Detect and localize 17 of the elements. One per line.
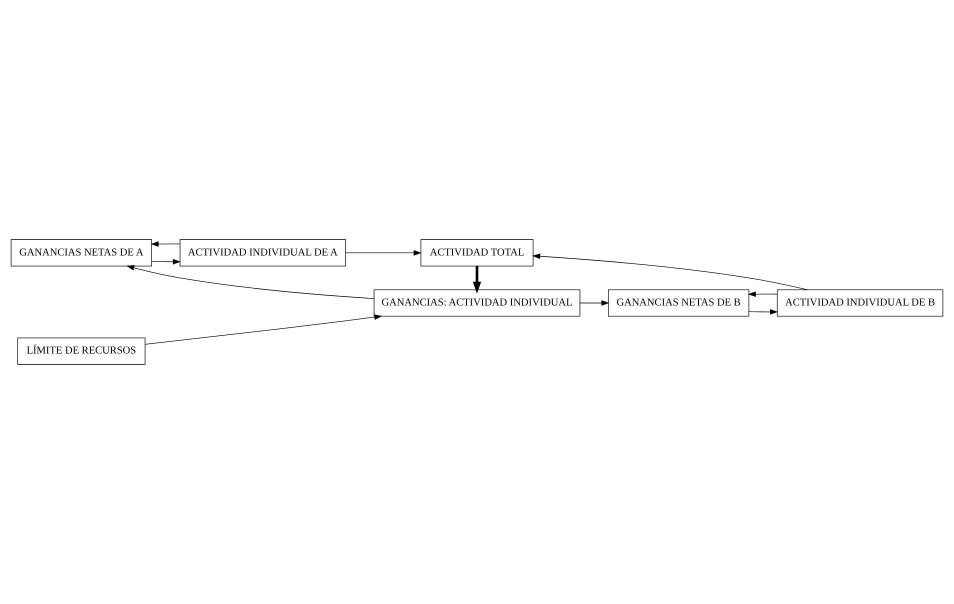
- arrow: [532, 254, 808, 290]
- node-box: ACTIVIDAD INDIVIDUAL DE A: [180, 239, 346, 266]
- arrow: [472, 266, 482, 294]
- node-box: GANANCIAS NETAS DE B: [608, 289, 750, 317]
- arrow: [748, 309, 778, 315]
- node-box: GANANCIAS: ACTIVIDAD INDIVIDUAL: [374, 289, 580, 317]
- node-box: ACTIVIDAD TOTAL: [420, 239, 534, 266]
- arrow: [580, 300, 610, 306]
- arrow: [345, 250, 422, 256]
- arrow: [748, 291, 778, 297]
- arrow: [151, 258, 181, 265]
- arrow: [144, 314, 382, 345]
- node-box: LÍMITE DE RECURSOS: [17, 338, 146, 365]
- node-box: GANANCIAS NETAS DE A: [10, 239, 152, 266]
- node-box: ACTIVIDAD INDIVIDUAL DE B: [776, 289, 944, 317]
- arrow: [150, 241, 180, 247]
- arrow: [126, 265, 374, 299]
